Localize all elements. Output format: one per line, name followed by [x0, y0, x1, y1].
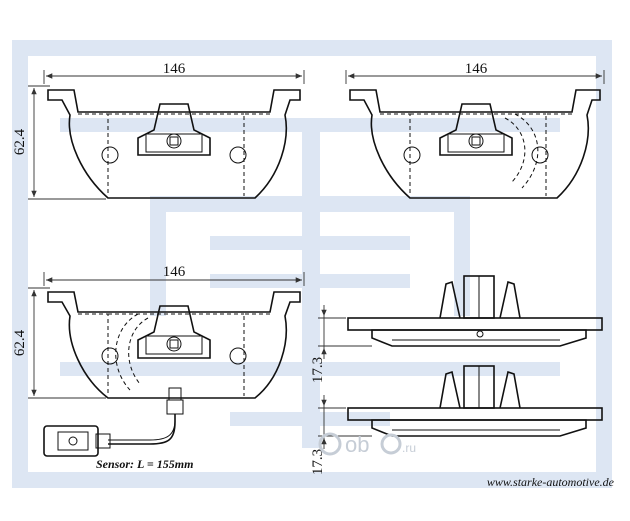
top-right-width-label: 146 — [465, 61, 488, 77]
watermark-domain: .ru — [402, 441, 416, 455]
bottom-left-height-label: 62.4 — [12, 329, 28, 356]
dim-top-right-width: 146 — [345, 61, 605, 84]
bottom-left-width-label: 146 — [163, 264, 186, 280]
website-url: www.starke-automotive.de — [487, 475, 615, 489]
side-view-bottom — [347, 365, 603, 437]
pad-top-left — [47, 89, 301, 199]
pad-bottom-left — [47, 291, 301, 399]
dim-top-left-width: 146 — [43, 61, 305, 84]
watermark-brand: ob — [345, 432, 369, 457]
side-view-top — [347, 275, 603, 347]
watermark: ob .ru — [318, 432, 416, 457]
top-left-width-label: 146 — [163, 61, 186, 77]
side-top-thickness-label: 17.3 — [310, 357, 326, 383]
dim-top-left-height: 62.4 — [12, 85, 106, 200]
wear-sensor — [43, 387, 184, 457]
background-logo — [12, 40, 612, 488]
dim-side-top: 17.3 — [310, 305, 372, 383]
top-left-height-label: 62.4 — [12, 128, 28, 155]
side-bottom-thickness-label: 17.3 — [310, 449, 326, 475]
dim-bottom-left-width: 146 — [43, 264, 305, 286]
dim-bottom-left-height: 62.4 — [12, 287, 106, 399]
dim-side-bottom: 17.3 — [310, 395, 372, 475]
sensor-label: Sensor: L = 155mm — [96, 457, 193, 471]
pad-top-right — [349, 89, 601, 199]
